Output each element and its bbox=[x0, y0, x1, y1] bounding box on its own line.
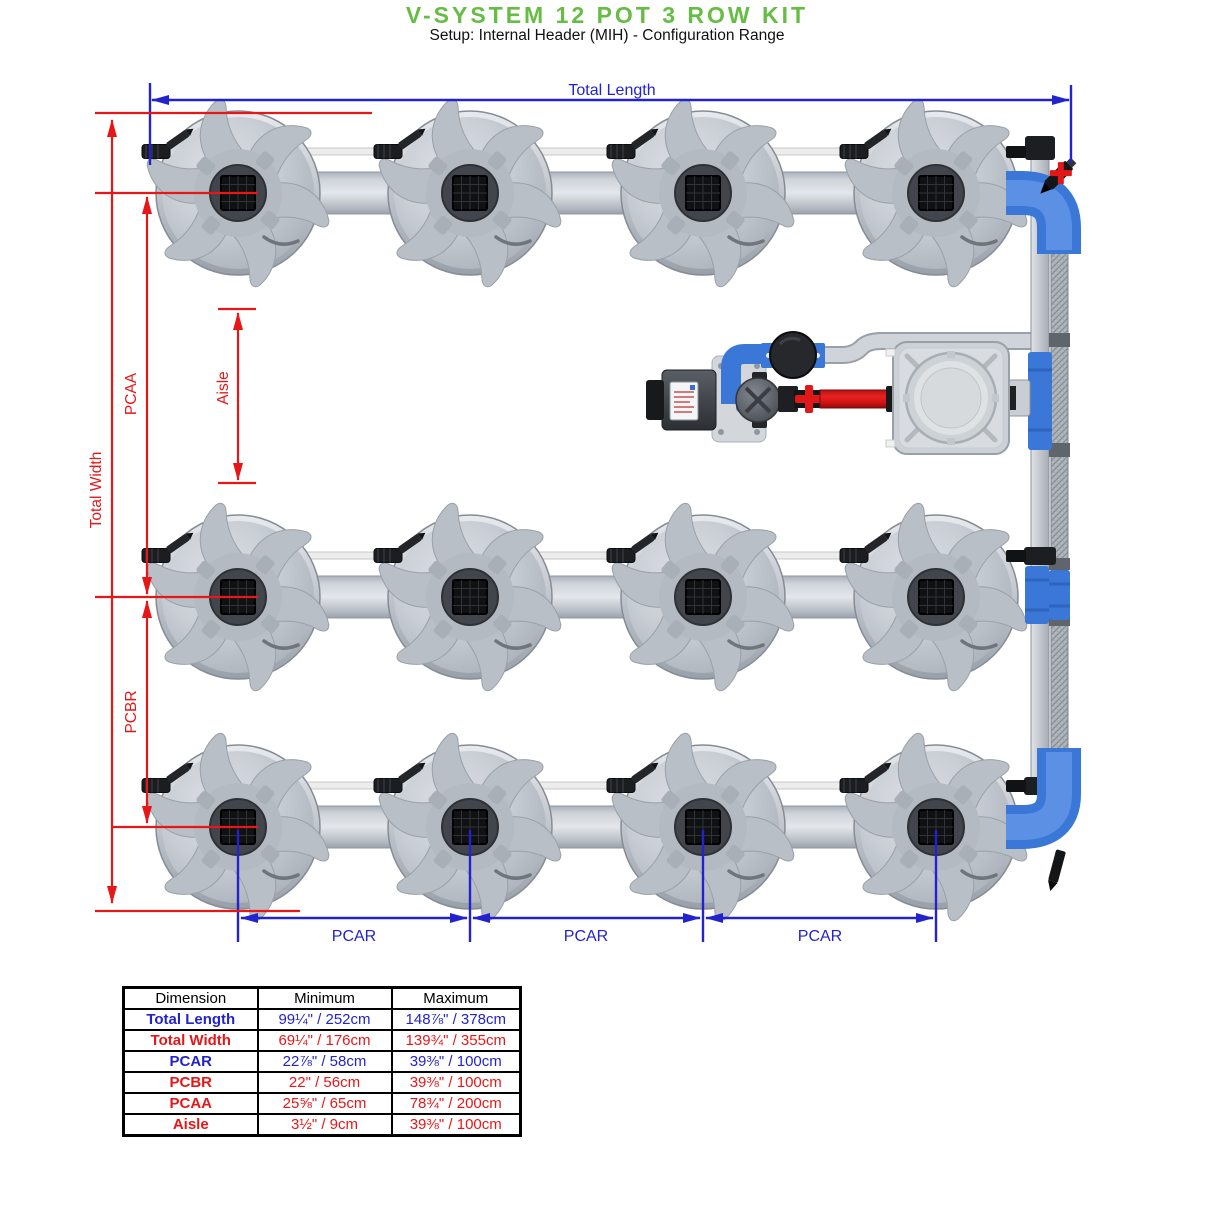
coupler-row2-a bbox=[1025, 566, 1049, 624]
dim-total-width: Total Width bbox=[88, 111, 372, 913]
elbow-row3-highlight bbox=[1006, 752, 1072, 840]
coupler-row2-b bbox=[1049, 570, 1070, 620]
page-subtitle: Setup: Internal Header (MIH) - Configura… bbox=[429, 27, 785, 44]
cell-dimension: PCAA bbox=[122, 1092, 259, 1115]
drip-tees bbox=[1006, 136, 1056, 795]
col-header-maximum: Maximum bbox=[390, 986, 522, 1010]
cell-dimension: Aisle bbox=[122, 1113, 259, 1137]
tank-tab bbox=[885, 439, 896, 448]
pot-grid bbox=[141, 94, 1033, 926]
cell-maximum: 39⅜" / 100cm bbox=[390, 1113, 522, 1137]
drain-nub-icon bbox=[1048, 849, 1066, 892]
dim-label-pcar: PCAR bbox=[564, 928, 608, 945]
pot-r2c4 bbox=[839, 498, 1033, 696]
pump-outlet-pipe bbox=[721, 344, 762, 404]
dim-total-length: Total Length bbox=[148, 82, 1073, 165]
dim-label-aisle: Aisle bbox=[215, 371, 232, 405]
drip-tee-icon bbox=[1025, 136, 1055, 160]
pot-r2c2 bbox=[373, 498, 567, 696]
reservoir-tank bbox=[885, 341, 1010, 455]
dim-label-pcar: PCAR bbox=[798, 928, 842, 945]
table-row: Aisle 3½" / 9cm 39⅜" / 100cm bbox=[122, 1113, 522, 1137]
cell-maximum: 39⅜" / 100cm bbox=[390, 1071, 522, 1094]
inline-fitting bbox=[778, 386, 798, 412]
drain-valve-handle-icon bbox=[795, 385, 823, 413]
header-assembly bbox=[646, 331, 1010, 455]
header-feed-pipe bbox=[824, 334, 1036, 362]
drip-tee-icon bbox=[1024, 547, 1056, 565]
braided-feed-hose bbox=[1050, 214, 1069, 773]
cell-minimum: 22" / 56cm bbox=[256, 1071, 393, 1094]
coupler-stripes bbox=[1025, 578, 1070, 612]
cell-maximum: 148⅞" / 378cm bbox=[390, 1008, 522, 1031]
drip-tee-nub bbox=[1006, 780, 1026, 792]
dim-label-total-length: Total Length bbox=[568, 82, 655, 99]
red-return-pipe bbox=[819, 389, 895, 409]
cell-dimension: PCAR bbox=[122, 1050, 259, 1073]
cell-minimum: 69¼" / 176cm bbox=[256, 1029, 393, 1052]
dim-label-total-width: Total Width bbox=[88, 452, 105, 529]
row-tubes bbox=[237, 171, 1009, 849]
cell-dimension: Total Width bbox=[122, 1029, 259, 1052]
cell-dimension: Total Length bbox=[122, 1008, 259, 1031]
pot-r1c4 bbox=[839, 94, 1033, 292]
elbow-row1-highlight bbox=[1006, 180, 1072, 250]
pump-cap bbox=[646, 380, 664, 420]
dimension-table: Dimension Minimum Maximum Total Length 9… bbox=[122, 986, 522, 1137]
cell-maximum: 139¾" / 355cm bbox=[390, 1029, 522, 1052]
table-row: PCAR 22⅞" / 58cm 39⅜" / 100cm bbox=[122, 1050, 522, 1073]
reference-lines bbox=[95, 191, 258, 829]
table-row: Total Length 99¼" / 252cm 148⅞" / 378cm bbox=[122, 1008, 522, 1031]
drip-tee-nub bbox=[1006, 550, 1026, 562]
dim-pcbr: PCBR bbox=[123, 600, 152, 824]
tank-feed-segment bbox=[1028, 352, 1052, 450]
dim-pcar: PCAR PCAR PCAR bbox=[236, 830, 938, 945]
cell-minimum: 99¼" / 252cm bbox=[256, 1008, 393, 1031]
table-row: PCBR 22" / 56cm 39⅜" / 100cm bbox=[122, 1071, 522, 1094]
dim-pcaa: PCAA bbox=[123, 196, 152, 595]
dim-aisle: Aisle bbox=[215, 307, 256, 485]
cell-minimum: 25⅝" / 65cm bbox=[256, 1092, 393, 1115]
cell-maximum: 39⅜" / 100cm bbox=[390, 1050, 522, 1073]
pump-label-lines bbox=[674, 391, 694, 413]
table-row: Total Width 69¼" / 176cm 139¾" / 355cm bbox=[122, 1029, 522, 1052]
dim-label-pcaa: PCAA bbox=[123, 372, 140, 415]
col-header-dimension: Dimension bbox=[122, 986, 259, 1010]
page-title: V-SYSTEM 12 POT 3 ROW KIT bbox=[405, 2, 809, 28]
dim-label-pcar: PCAR bbox=[332, 928, 376, 945]
cell-minimum: 22⅞" / 58cm bbox=[256, 1050, 393, 1073]
ball-valve bbox=[735, 372, 781, 428]
pot-r1c3 bbox=[606, 94, 800, 292]
pot-r1c2 bbox=[373, 94, 567, 292]
dim-label-pcbr: PCBR bbox=[123, 690, 140, 733]
tank-tab bbox=[885, 348, 896, 357]
col-header-minimum: Minimum bbox=[256, 986, 393, 1010]
dimensions: Total Length PCAR PCAR PCAR Total Width bbox=[88, 82, 1073, 945]
table-header-row: Dimension Minimum Maximum bbox=[122, 986, 522, 1010]
table-row: PCAA 25⅝" / 65cm 78¾" / 200cm bbox=[122, 1092, 522, 1115]
cell-dimension: PCBR bbox=[122, 1071, 259, 1094]
cell-minimum: 3½" / 9cm bbox=[256, 1113, 393, 1137]
cell-maximum: 78¾" / 200cm bbox=[390, 1092, 522, 1115]
pump-label-chip bbox=[690, 385, 695, 390]
check-valve bbox=[761, 331, 825, 379]
tank-feed-stripes bbox=[1028, 368, 1052, 432]
tank-outlet-detail bbox=[1006, 386, 1016, 410]
drip-tee-nub bbox=[1006, 146, 1026, 158]
pot-r2c3 bbox=[606, 498, 800, 696]
dim-ticks bbox=[236, 830, 938, 942]
